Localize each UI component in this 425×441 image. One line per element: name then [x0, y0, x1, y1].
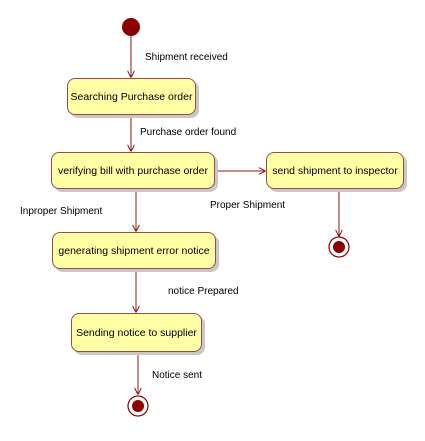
state-sending-notice: Sending notice to supplier — [71, 313, 202, 352]
label-proper-shipment: Proper Shipment — [210, 200, 286, 211]
label-notice-prepared: notice Prepared — [168, 286, 239, 297]
label-notice-sent: Notice sent — [152, 370, 203, 381]
label-shipment-received: Shipment received — [145, 52, 228, 63]
final-node-supplier — [127, 395, 149, 417]
label-improper-shipment: Inproper Shipment — [20, 206, 103, 217]
state-generating-error-notice: generating shipment error notice — [52, 232, 216, 269]
state-send-to-inspector: send shipment to inspector — [266, 152, 404, 189]
final-node-inspector — [328, 236, 350, 258]
initial-node — [122, 18, 140, 36]
state-verifying-bill: verifying bill with purchase order — [51, 152, 215, 189]
label-purchase-order-found: Purchase order found — [140, 127, 237, 138]
state-searching-purchase-order: Searching Purchase order — [67, 78, 196, 115]
